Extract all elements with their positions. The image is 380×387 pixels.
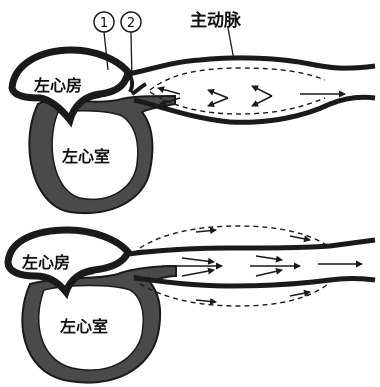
bottom-left-atrium-label: 左心房 [21, 253, 70, 272]
bottom-aorta-upper-wall [128, 240, 375, 254]
top-left-atrium-label: 左心房 [33, 76, 82, 95]
bottom-left-ventricle-label: 左心室 [59, 317, 108, 336]
marker-1-label: 1 [100, 16, 108, 31]
marker-2-label: 2 [127, 16, 135, 31]
top-aorta-upper-wall [128, 58, 375, 74]
top-diagram: 1 2 主动脉 左心房 左心室 [12, 10, 375, 213]
aorta-label: 主动脉 [190, 10, 242, 31]
top-left-ventricle-label: 左心室 [61, 147, 110, 166]
bottom-diagram: 左心房 左心室 [8, 226, 375, 383]
top-aorta-dashed-outline [150, 68, 325, 114]
aorta-leader [228, 28, 234, 60]
bottom-aorta-lower-wall [134, 278, 375, 286]
top-flow-arrows [158, 86, 345, 106]
bottom-flow-arrows [162, 230, 362, 302]
